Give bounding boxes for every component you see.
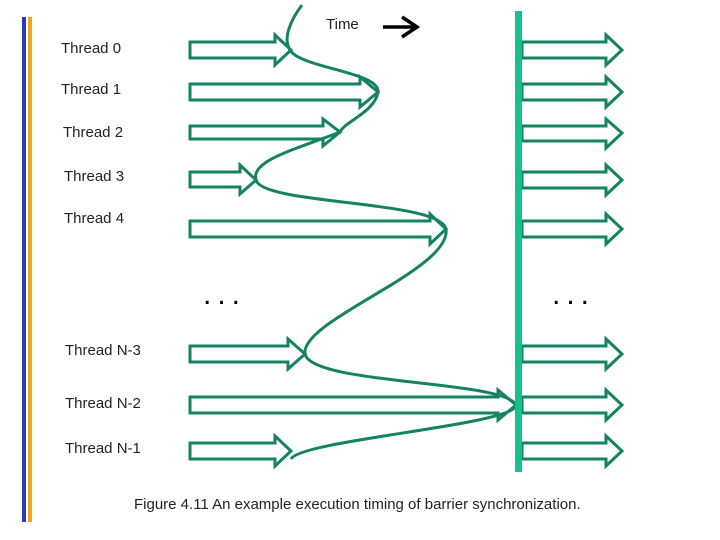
thread-3-work-arrow [188,161,259,198]
thread-3-post-barrier-arrow [520,161,625,199]
thread-4-post-barrier-arrow [520,210,625,248]
ellipsis-left: ... [203,278,247,311]
thread-n-2-work-arrow [188,386,519,424]
thread-0-post-barrier-arrow [520,31,625,69]
thread-label-3: Thread 3 [64,168,125,185]
thread-n-3-work-arrow [188,335,308,373]
thread-label-n-2: Thread N-2 [65,395,141,412]
thread-2-work-arrow [188,115,343,150]
time-label: Time [326,16,359,33]
left-accent-bar-blue [22,17,26,522]
thread-label-2: Thread 2 [63,124,124,141]
thread-label-n-3: Thread N-3 [65,342,141,359]
thread-n-1-work-arrow [188,432,294,470]
thread-4-work-arrow [188,210,449,248]
time-arrow-icon [383,15,421,39]
thread-2-post-barrier-arrow [520,115,625,152]
thread-label-n-1: Thread N-1 [65,440,141,457]
barrier-line [515,11,522,472]
thread-label-0: Thread 0 [61,40,122,57]
left-accent-bar-orange [28,17,32,522]
thread-label-1: Thread 1 [61,81,122,98]
thread-1-post-barrier-arrow [520,73,625,111]
thread-n-2-post-barrier-arrow [520,386,625,424]
thread-0-work-arrow [188,31,294,69]
thread-label-4: Thread 4 [64,210,125,227]
figure-caption: Figure 4.11 An example execution timing … [134,496,581,513]
thread-n-1-post-barrier-arrow [520,432,625,470]
thread-1-work-arrow [188,73,381,111]
thread-n-3-post-barrier-arrow [520,335,625,373]
ellipsis-right: ... [552,278,596,311]
